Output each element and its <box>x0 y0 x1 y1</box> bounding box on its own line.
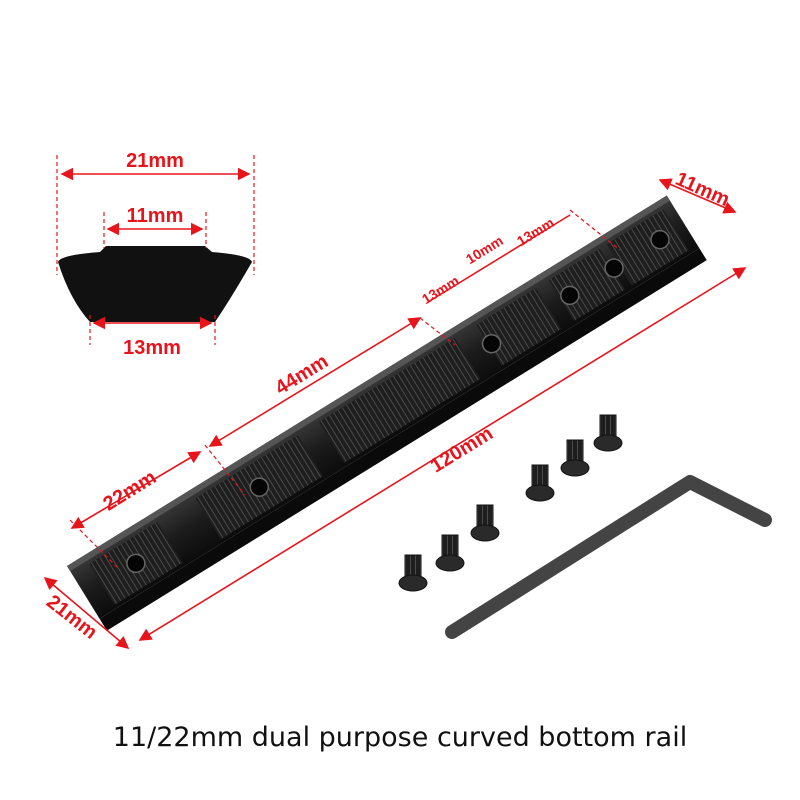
end-width-label: 11mm <box>672 168 733 211</box>
total-length-label: 120mm <box>427 422 497 477</box>
top-width-label: 21mm <box>126 150 184 172</box>
caption: 11/22mm dual purpose curved bottom rail <box>113 722 687 753</box>
front-section-label: 22mm <box>99 466 160 515</box>
hex-key <box>445 475 772 639</box>
slot-10mm-label: 10mm <box>463 232 506 267</box>
screws <box>398 414 623 592</box>
slot-13mm-label: 13mm <box>514 214 557 249</box>
middle-section-label: 44mm <box>271 350 332 399</box>
profile-cross-section: 21mm 11mm 13mm <box>56 150 255 359</box>
bottom-width-label: 13mm <box>123 337 181 359</box>
slot-13mm-label: 13mm <box>419 272 462 307</box>
rail-width-label: 11mm <box>127 205 184 227</box>
